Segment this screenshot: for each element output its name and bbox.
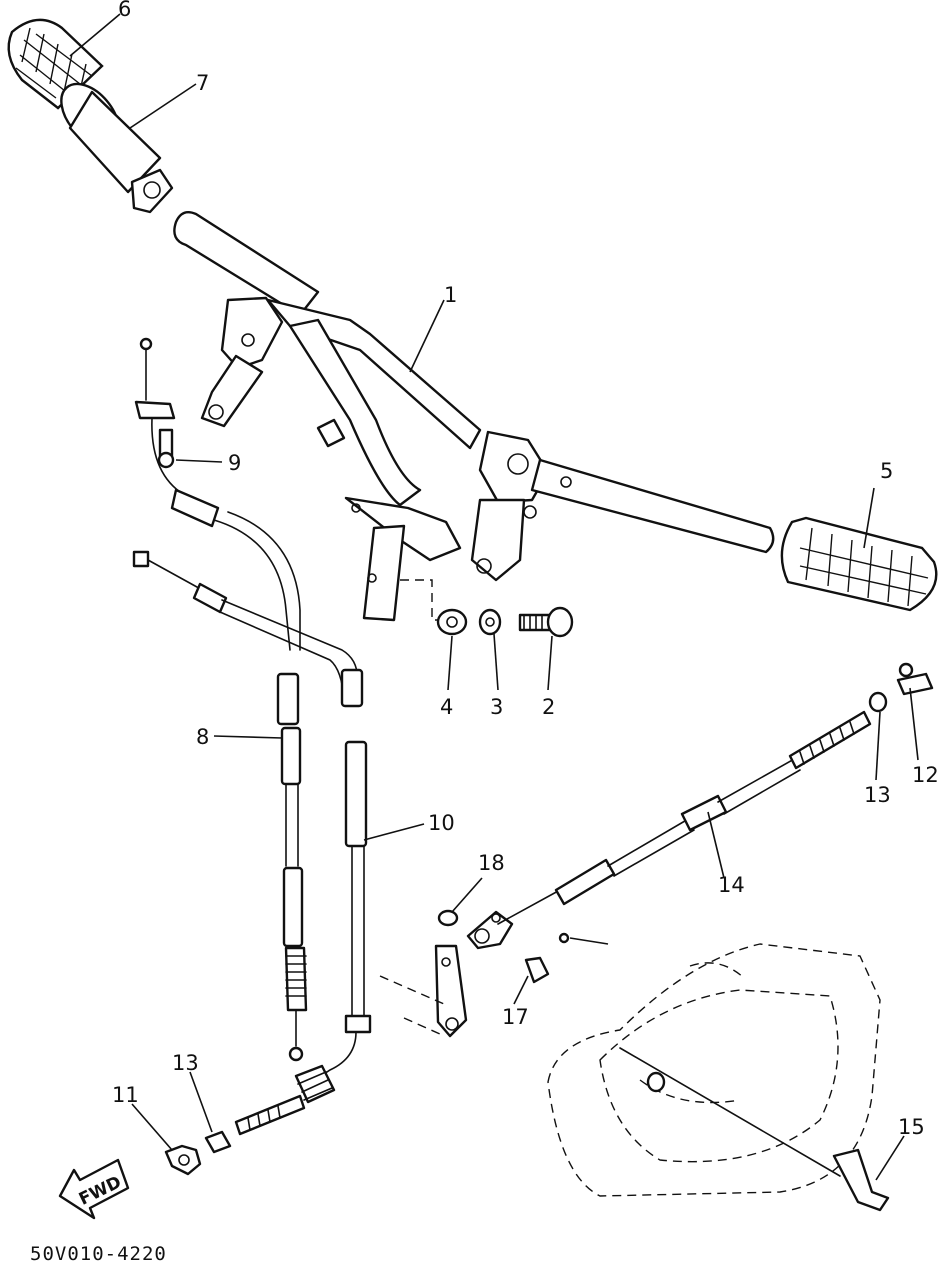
callout-11: 11: [112, 1083, 139, 1107]
callout-3: 3: [490, 695, 503, 719]
pin-part: [524, 956, 550, 984]
callout-13-upper: 13: [864, 783, 891, 807]
throttle-housing-part: [60, 82, 174, 214]
brake-cable-part: [132, 550, 372, 1136]
callout-1: 1: [444, 283, 457, 307]
callout-14: 14: [718, 873, 745, 897]
callout-8: 8: [196, 725, 209, 749]
callout-4: 4: [440, 695, 453, 719]
callout-15: 15: [898, 1115, 925, 1139]
callout-13-lower: 13: [172, 1051, 199, 1075]
wing-nut-part: [164, 1144, 202, 1176]
bolt-part: [518, 606, 574, 638]
callout-9: 9: [228, 451, 241, 475]
cable-end-nut-part: [868, 691, 888, 713]
cable-guide-part: [832, 1148, 890, 1212]
drawing-code: 50V010-4220: [30, 1243, 167, 1263]
callout-labels: 6 7 1 5 2 3 4 9 8 10 12 13 14 18 17 11 1…: [112, 0, 939, 1139]
callout-17: 18: [478, 851, 505, 875]
callout-2: 2: [542, 695, 555, 719]
callout-16: 17: [502, 1005, 529, 1029]
adjuster-bolt-part: [157, 428, 175, 469]
handlebar-part: [173, 211, 775, 622]
locknut-part: [204, 1130, 232, 1154]
washer-part: [436, 608, 468, 636]
spring-washer-part: [478, 608, 502, 636]
brake-lever-arm-part: [434, 944, 468, 1038]
washer-small-part: [437, 909, 459, 927]
starter-cable-part: [497, 710, 872, 925]
callout-6: 6: [118, 0, 131, 21]
clip-part: [558, 932, 570, 944]
engine-outline: [547, 943, 881, 1197]
leader-lines: [69, 13, 919, 1181]
cam-plate-part: [466, 910, 514, 950]
callout-12: 12: [912, 763, 939, 787]
cable-end-bolt-part: [896, 662, 934, 696]
throttle-cable-part: [134, 337, 308, 1062]
right-grip-part: [780, 516, 938, 612]
callout-10: 10: [428, 811, 455, 835]
callout-5: 5: [880, 459, 893, 483]
callout-7: 7: [196, 71, 209, 95]
forward-arrow: FWD: [58, 1158, 130, 1220]
